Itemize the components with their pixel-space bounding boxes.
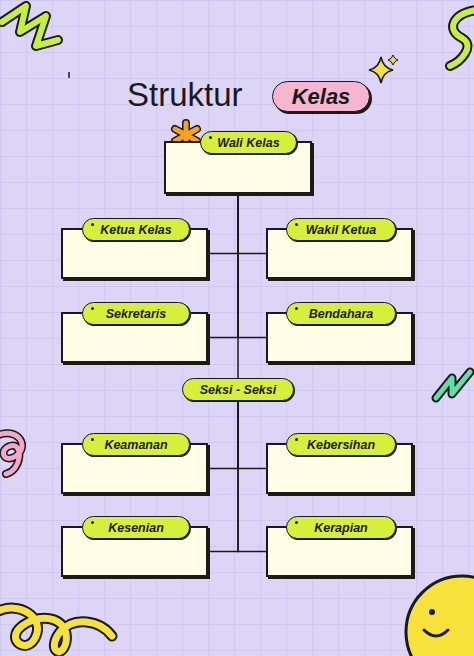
org-connector <box>208 194 238 338</box>
group-label: Seksi - Seksi <box>200 383 276 397</box>
role-label: Wakil Ketua <box>286 218 396 241</box>
role-label: Kesenian <box>82 516 190 539</box>
role-label: Wali Kelas <box>200 131 297 154</box>
org-connector <box>238 194 266 254</box>
org-connector <box>238 401 266 552</box>
role-box: Kerapian <box>266 526 413 577</box>
role-label: Sekretaris <box>82 302 190 325</box>
zigzag-right <box>436 372 470 398</box>
squiggle-top-right <box>450 10 474 66</box>
role-label: Kebersihan <box>286 433 396 456</box>
org-connector <box>208 194 238 254</box>
squiggle-top-left <box>2 6 58 46</box>
role-box: Kebersihan <box>266 443 413 494</box>
role-label: Bendahara <box>286 302 396 325</box>
role-box: Sekretaris <box>61 312 208 363</box>
squiggle-bottom-left <box>0 608 112 651</box>
group-pill: Seksi - Seksi <box>182 378 294 401</box>
role-label: Keamanan <box>82 433 190 456</box>
role-box: Keamanan <box>61 443 208 494</box>
tick-mark <box>68 72 70 78</box>
role-box: Wali Kelas <box>164 141 312 194</box>
org-connector <box>238 194 266 338</box>
role-box: Bendahara <box>266 312 413 363</box>
role-label: Kerapian <box>286 516 396 539</box>
role-box: Kesenian <box>61 526 208 577</box>
curl-left <box>0 433 22 474</box>
role-label: Ketua Kelas <box>82 218 190 241</box>
role-box: Wakil Ketua <box>266 228 413 279</box>
sparkle-star <box>369 55 398 83</box>
org-connector <box>208 401 238 469</box>
org-connector <box>237 194 239 378</box>
title: Struktur <box>127 76 243 114</box>
role-box: Ketua Kelas <box>61 228 208 279</box>
circle-bottom-right <box>406 576 474 656</box>
org-connector <box>238 401 266 469</box>
title-pill: Kelas <box>272 81 370 112</box>
org-connector <box>208 401 238 552</box>
